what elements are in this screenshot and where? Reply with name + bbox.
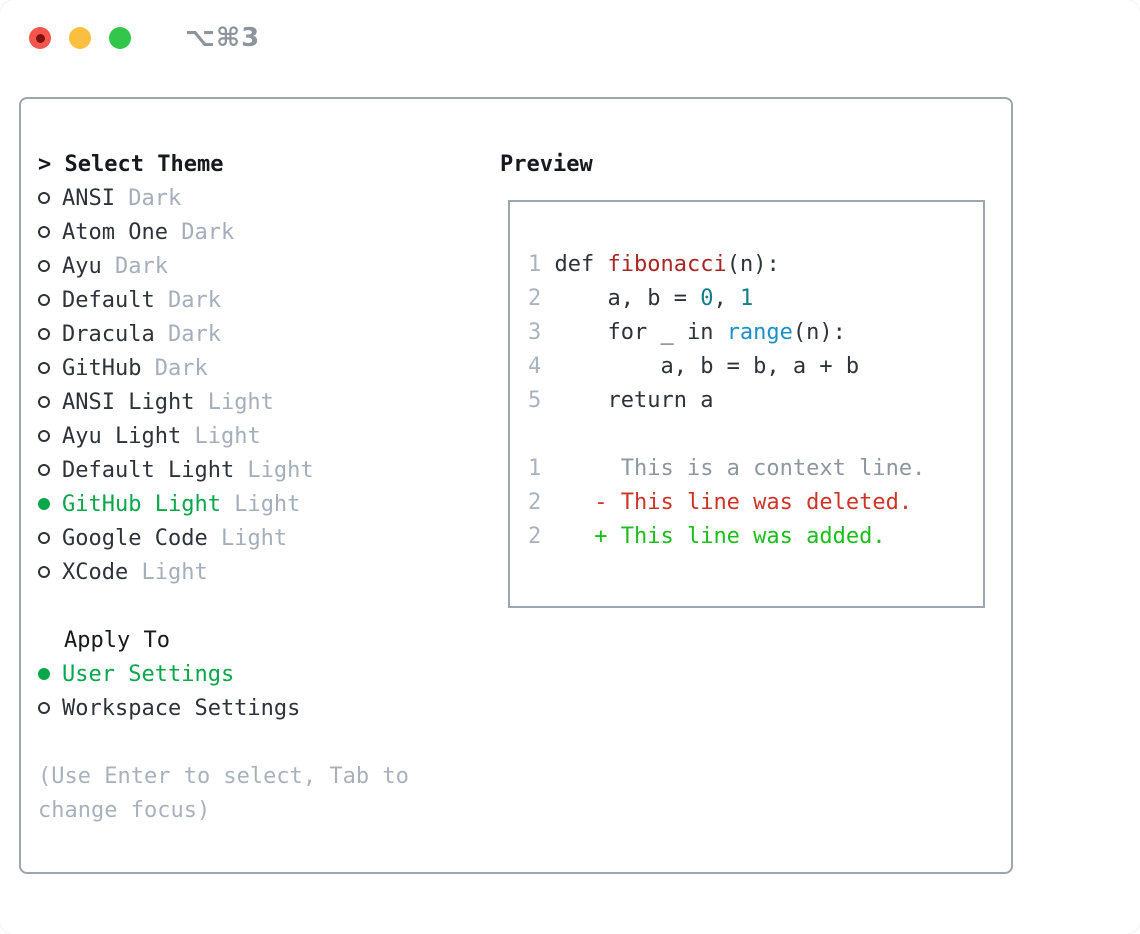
radio-selected-icon [38,668,50,680]
window-title: ⌥⌘3 [185,23,261,53]
apply-to-header: Apply To [64,628,170,653]
radio-icon [38,294,50,306]
item-variant-label: Light [234,458,314,483]
apply-item-workspace-settings[interactable]: Workspace Settings [38,692,409,726]
item-label: GitHub Light [62,492,221,517]
zoom-button[interactable] [109,27,131,49]
item-variant-label: Dark [114,186,182,211]
item-label: GitHub [62,356,142,381]
titlebar: ⌥⌘3 [0,0,1140,76]
code-line: 2 + This line was added. [528,524,886,549]
apply-item-user-settings[interactable]: User Settings [38,658,409,692]
item-label: Ayu Light [62,424,182,449]
radio-icon [38,396,50,408]
code-line: 4 a, b = b, a + b [528,354,860,379]
radio-icon [38,226,50,238]
preview-pane: 1 def fibonacci(n): 2 a, b = 0, 1 3 for _ … [508,200,985,608]
item-label: User Settings [62,662,235,687]
hint-text: (Use Enter to select, Tab to change focus… [38,760,409,828]
item-variant-label: Light [128,560,208,585]
hint-line: (Use Enter to select, Tab to [38,764,409,789]
item-label: XCode [62,560,129,585]
item-variant-label: Light [220,492,301,517]
item-variant-label: Dark [167,220,235,245]
item-variant-label: Light [181,424,261,449]
line-number: 4 [528,354,542,379]
code-line: 1 def fibonacci(n): [528,252,780,277]
line-number: 1 [528,252,542,277]
item-label: Ayu [62,254,102,279]
theme-item-ayu-dark[interactable]: Ayu Dark [38,250,409,284]
code-line: 3 for _ in range(n): [528,320,846,345]
hint-line: change focus) [38,798,211,823]
radio-icon [38,532,50,544]
radio-icon [38,260,50,272]
cursor-arrow-icon: > [38,152,52,177]
item-label: Dracula [62,322,155,347]
line-number: 2 [528,524,542,549]
theme-item-google-code[interactable]: Google Code Light [38,522,409,556]
radio-icon [38,362,50,374]
item-label: Default Light [62,458,235,483]
item-variant-label: Dark [101,254,168,279]
radio-icon [38,430,50,442]
minimize-button[interactable] [69,27,91,49]
item-variant-label: Dark [141,356,208,381]
preview-code: 1 def fibonacci(n): 2 a, b = 0, 1 3 for _ … [510,202,983,554]
item-label: ANSI Light [62,390,195,415]
spacer [38,726,409,760]
item-label: ANSI [62,186,115,211]
code-line: 1 This is a context line. [528,456,926,481]
code-line [528,418,983,452]
item-label: Default [62,288,155,313]
line-number: 3 [528,320,542,345]
item-variant-label: Light [207,526,288,551]
item-variant-label: Dark [154,288,221,313]
item-label: Google Code [62,526,208,551]
radio-selected-icon [38,498,50,510]
item-variant-label: Light [194,390,274,415]
close-button[interactable] [29,27,51,49]
line-number: 2 [528,490,542,515]
select-theme-header-label: Select Theme [64,152,224,177]
item-label: Workspace Settings [62,696,301,721]
radio-icon [38,464,50,476]
theme-item-dracula-dark[interactable]: Dracula Dark [38,318,409,352]
theme-item-default-dark[interactable]: Default Dark [38,284,409,318]
select-theme-header: > Select Theme [38,148,409,182]
radio-icon [38,702,50,714]
radio-icon [38,192,50,204]
line-number: 5 [528,388,542,413]
line-number: 1 [528,456,542,481]
theme-item-default-light[interactable]: Default Light Light [38,454,409,488]
theme-item-xcode[interactable]: XCode Light [38,556,409,590]
theme-item-atom-one-dark[interactable]: Atom One Dark [38,216,409,250]
theme-item-ayu-light[interactable]: Ayu Light Light [38,420,409,454]
record-dot-icon [35,33,45,43]
theme-item-ansi-dark[interactable]: ANSI Dark [38,182,409,216]
code-line: 5 return a [528,388,714,413]
spacer [38,590,409,624]
theme-item-ansi-light[interactable]: ANSI Light Light [38,386,409,420]
theme-item-github-light[interactable]: GitHub Light Light [38,488,409,522]
code-line: 2 a, b = 0, 1 [528,286,754,311]
item-label: Atom One [62,220,168,245]
line-number: 2 [528,286,542,311]
preview-title: Preview [500,152,593,177]
item-variant-label: Dark [154,322,221,347]
radio-icon [38,566,50,578]
code-line: 2 - This line was deleted. [528,490,913,515]
theme-item-github-dark[interactable]: GitHub Dark [38,352,409,386]
radio-icon [38,328,50,340]
